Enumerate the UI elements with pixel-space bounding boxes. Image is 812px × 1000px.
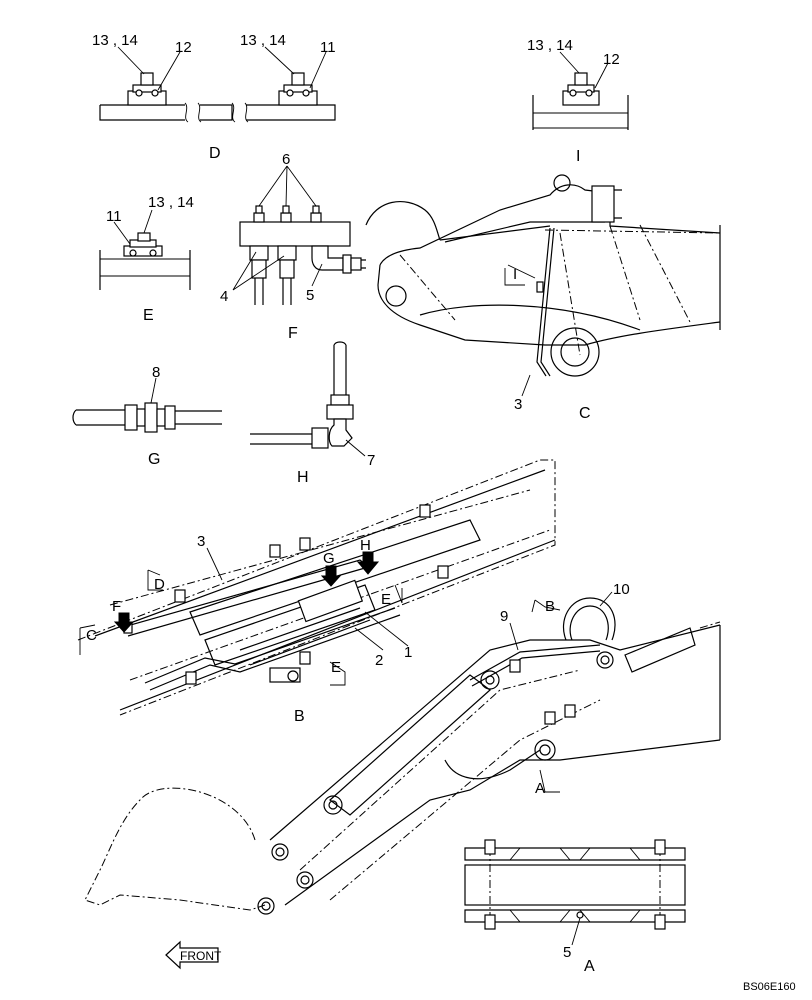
section-mark-a: A <box>535 780 545 797</box>
section-mark-e-top: E <box>381 591 391 608</box>
callout-6-f: 6 <box>282 151 290 168</box>
view-label-f: F <box>288 325 298 342</box>
view-c-arm-detail <box>365 174 721 397</box>
callout-3-b: 3 <box>197 533 205 550</box>
view-g-union <box>72 377 222 433</box>
section-mark-i: I <box>513 266 517 283</box>
callout-13-14-d-left: 13 , 14 <box>92 32 138 49</box>
view-label-i: I <box>576 148 580 165</box>
callout-11-d: 11 <box>320 39 336 56</box>
callout-8-g: 8 <box>152 364 160 381</box>
drawing-code: BS06E160 <box>743 981 796 993</box>
view-e-detail <box>99 209 191 290</box>
section-mark-e-bottom: E <box>331 659 341 676</box>
view-d-detail <box>99 46 336 123</box>
section-mark-d: D <box>154 576 165 593</box>
view-label-a: A <box>584 958 595 975</box>
callout-13-14-i: 13 , 14 <box>527 37 573 54</box>
callout-13-14-e: 13 , 14 <box>148 194 194 211</box>
view-h-elbow <box>250 341 366 457</box>
front-label: FRONT <box>180 949 222 963</box>
view-label-g: G <box>148 451 160 468</box>
callout-13-14-d-right: 13 , 14 <box>240 32 286 49</box>
section-mark-c: C <box>86 627 97 644</box>
callout-11-e: 11 <box>106 208 122 225</box>
callout-7-h: 7 <box>367 452 375 469</box>
boom-assembly <box>84 591 721 915</box>
callout-12-i: 12 <box>603 51 620 68</box>
callout-4-f: 4 <box>220 288 228 305</box>
callout-1-b: 1 <box>404 644 412 661</box>
front-arrow-icon <box>165 940 219 970</box>
view-i-detail <box>532 51 629 130</box>
view-label-e: E <box>143 307 154 324</box>
view-label-b: B <box>294 708 305 725</box>
callout-12-d: 12 <box>175 39 192 56</box>
callout-10-boom: 10 <box>613 581 630 598</box>
view-f-detail <box>232 165 366 305</box>
callout-5-a: 5 <box>563 944 571 961</box>
callout-5-f: 5 <box>306 287 314 304</box>
view-b-arm <box>77 459 556 716</box>
section-mark-h: H <box>360 537 371 554</box>
view-label-d: D <box>209 145 221 162</box>
view-a-pin-detail <box>464 839 686 946</box>
view-label-h: H <box>297 469 309 486</box>
section-mark-f: F <box>112 598 121 615</box>
callout-2-b: 2 <box>375 652 383 669</box>
section-mark-b: B <box>545 598 555 615</box>
section-mark-g: G <box>323 550 335 567</box>
callout-9-boom: 9 <box>500 608 508 625</box>
callout-3-c: 3 <box>514 396 522 413</box>
view-label-c: C <box>579 405 591 422</box>
